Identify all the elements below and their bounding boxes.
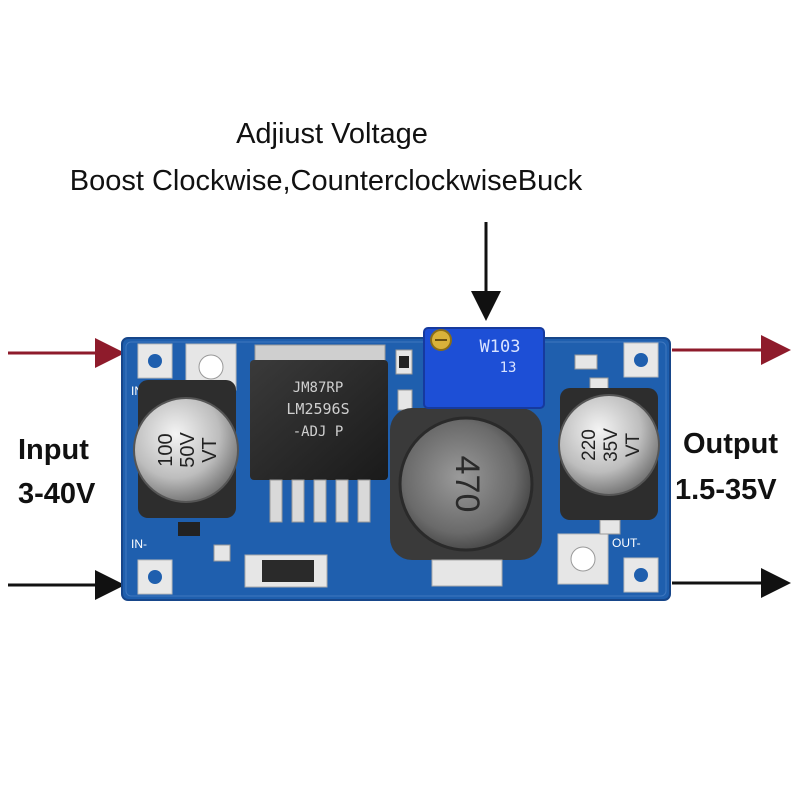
output-title: Output	[683, 428, 779, 460]
caption-direction: Boost Clockwise,CounterclockwiseBuck	[69, 165, 583, 197]
chip-line3: -ADJ P	[293, 424, 344, 440]
label-in-minus: IN-	[131, 537, 147, 551]
chip-line1: JM87RP	[293, 380, 344, 396]
output-capacitor	[558, 394, 660, 496]
cap-in-brand: VT	[199, 437, 221, 463]
chip-line2: LM2596S	[286, 400, 349, 418]
inductor-label: 470	[448, 456, 486, 513]
cap-out-value: 220	[579, 429, 600, 461]
input-range: 3-40V	[18, 478, 96, 510]
cap-out-brand: VT	[623, 432, 644, 457]
potentiometer	[423, 327, 545, 409]
inductor	[398, 416, 534, 552]
output-range: 1.5-35V	[675, 474, 777, 506]
pot-line1: W103	[480, 337, 521, 357]
pot-line2: 13	[500, 360, 517, 376]
input-title: Input	[18, 434, 89, 466]
diode	[262, 560, 314, 582]
cap-in-voltage: 50V	[177, 432, 199, 468]
input-capacitor	[133, 397, 239, 503]
caption-adjust-voltage: Adjiust Voltage	[236, 118, 428, 150]
cap-in-value: 100	[155, 433, 177, 466]
regulator-chip	[250, 360, 388, 480]
cap-out-voltage: 35V	[601, 428, 622, 462]
label-out-minus: OUT-	[612, 536, 641, 550]
